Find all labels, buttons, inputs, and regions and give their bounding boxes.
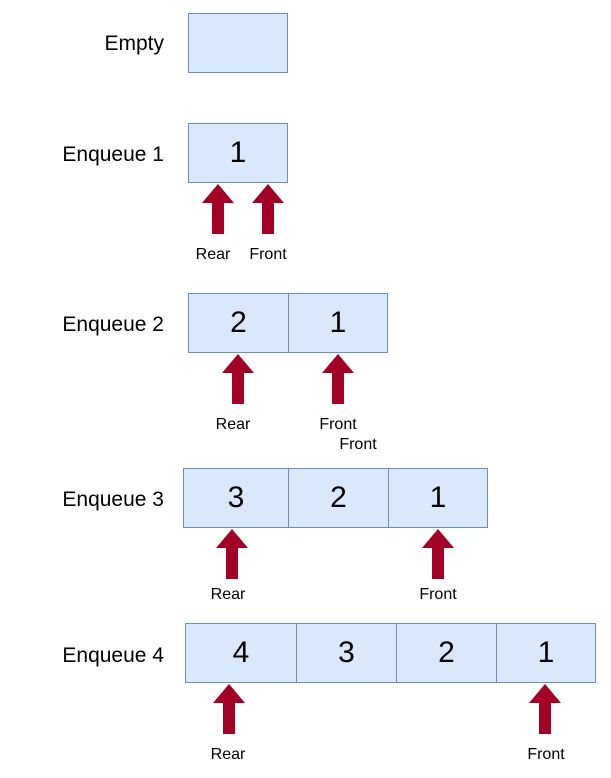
rear-arrow-icon — [213, 684, 245, 734]
row-label-enqueue-3: Enqueue 3 — [62, 488, 164, 511]
queue-cell: 1 — [496, 623, 596, 683]
front-label: Front — [527, 746, 565, 763]
queue-cell: 1 — [188, 123, 288, 183]
front-arrow-icon — [529, 684, 561, 734]
queue-cell: 2 — [396, 623, 497, 683]
rear-label: Rear — [215, 416, 251, 433]
queue-cell: 2 — [288, 468, 389, 528]
front-label-duplicate: Front — [339, 436, 377, 453]
rear-label: Rear — [210, 746, 246, 763]
queue-cell: 1 — [388, 468, 488, 528]
row-label-enqueue-1: Enqueue 1 — [62, 143, 164, 166]
rear-label: Rear — [210, 586, 246, 603]
queue-cell: 4 — [185, 623, 297, 683]
rear-label: Rear — [195, 246, 231, 263]
front-label: Front — [319, 416, 357, 433]
queue-cell: 2 — [188, 293, 289, 353]
front-label: Front — [419, 586, 457, 603]
empty-queue-cell — [188, 13, 288, 73]
row-label-enqueue-4: Enqueue 4 — [62, 644, 164, 667]
front-label: Front — [249, 246, 287, 263]
queue-cell: 1 — [288, 293, 388, 353]
rear-arrow-icon — [216, 529, 248, 579]
front-arrow-icon — [322, 354, 354, 404]
front-arrow-icon — [252, 184, 284, 234]
row-label-empty: Empty — [104, 32, 164, 55]
queue-cell: 3 — [296, 623, 397, 683]
queue-cell: 3 — [183, 468, 289, 528]
rear-arrow-icon — [202, 184, 234, 234]
rear-arrow-icon — [222, 354, 254, 404]
front-arrow-icon — [422, 529, 454, 579]
row-label-enqueue-2: Enqueue 2 — [62, 313, 164, 336]
